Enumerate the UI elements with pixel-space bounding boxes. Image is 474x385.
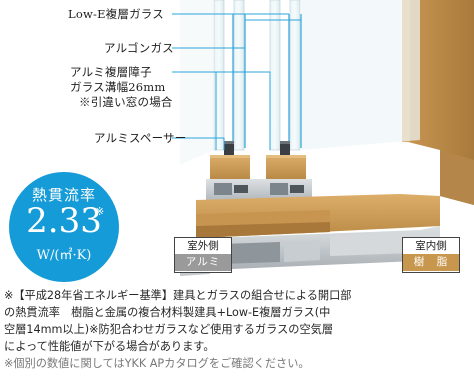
indoor-side-tag: 室内側 樹 脂 [402,237,460,273]
label-sash-line3: ※引違い窓の場合 [79,95,173,109]
note-line: によって性能値が下がる場合があります。 [4,340,215,353]
leader-lines [172,13,301,150]
note-line: の熱貫流率 樹脂と金属の複合材料製建具+Low-E複層ガラス(中 [4,306,331,319]
label-spacer: アルミスペーサー [94,131,187,145]
indoor-label: 室内側 [415,240,447,252]
aluminium-spacers [224,141,290,155]
note-line: 空層14mm以上)※防犯合わせガラスなど使用するガラスの空気層 [4,323,334,336]
note-line: ※個別の数値に関してはYKK APカタログをご確認ください。 [4,357,310,370]
sash-profiles [210,155,306,179]
label-low-e-glass: Low-E複層ガラス [68,7,164,21]
badge-unit: W/(㎡·K) [36,248,92,263]
note-line: ※【平成28年省エネルギー基準】建具とガラスの組合せによる開口部 [4,289,352,302]
window-frame-illustration: Low-E複層ガラス アルゴンガス アルミ複層障子 ガラス溝幅26mm ※引違い… [68,0,474,276]
label-sash-line1: アルミ複層障子 [70,65,152,79]
label-sash-line2: ガラス溝幅26mm [70,80,166,94]
outdoor-label: 室外側 [187,240,219,252]
window-cross-section [172,0,474,276]
glass-panes [180,0,420,165]
badge-title: 熱貫流率 [31,186,96,204]
indoor-material: 樹 脂 [403,254,459,271]
badge-note-mark: ※ [95,205,105,218]
footnotes: ※【平成28年省エネルギー基準】建具とガラスの組合せによる開口部 の熱貫流率 樹… [4,287,474,372]
outdoor-material: アルミ [175,254,231,271]
outdoor-side-tag: 室外側 アルミ [174,237,232,273]
badge-value: 2.33 [26,201,102,241]
label-argon-gas: アルゴンガス [104,41,174,55]
thermal-transmittance-badge: 熱貫流率 2.33 ※ W/(㎡·K) [9,172,119,282]
